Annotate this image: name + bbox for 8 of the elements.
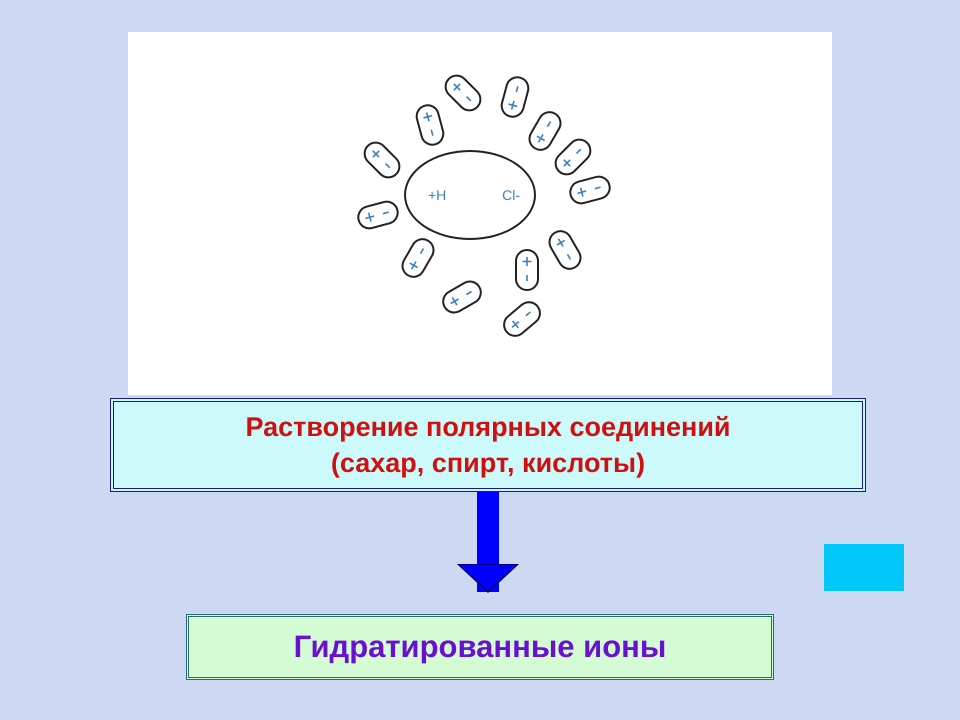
nav-button xyxy=(824,544,904,591)
ion-label: Cl- xyxy=(502,187,520,203)
box-title: Гидратированные ионы xyxy=(294,629,666,665)
box-title: Растворение полярных соединений (сахар, спирт, кислоты) xyxy=(244,411,732,480)
ion-label: +H xyxy=(428,187,446,203)
arrow xyxy=(457,492,519,593)
result-box xyxy=(186,614,774,680)
process-box xyxy=(110,398,866,492)
